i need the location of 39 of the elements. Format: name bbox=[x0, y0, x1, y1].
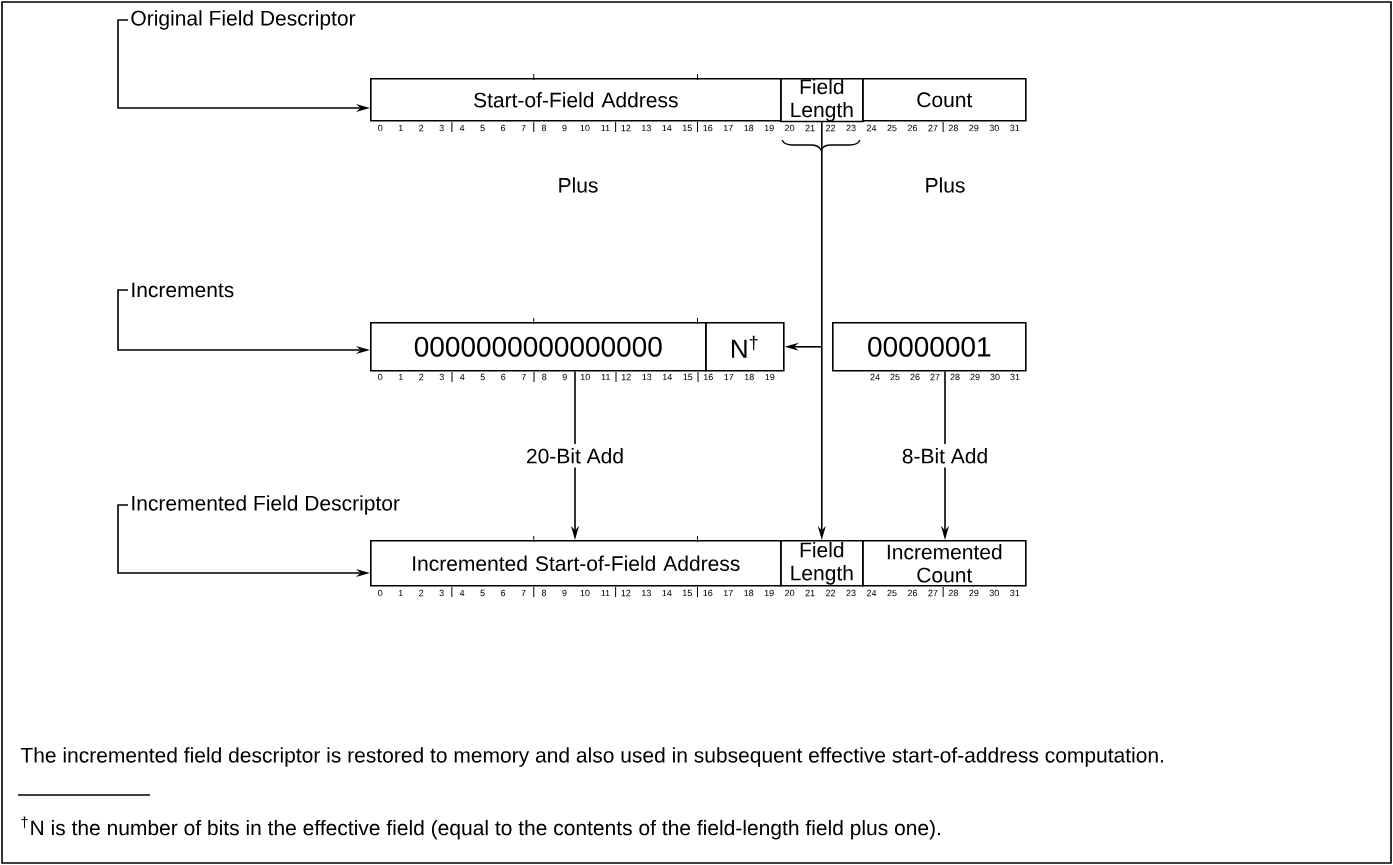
bit-number: 22 bbox=[826, 124, 836, 132]
bit-number: 23 bbox=[846, 589, 856, 597]
note-text: The incremented field descriptor is restored to memory and also used in subsequent effective start-of-address computation. bbox=[20, 747, 1163, 767]
bit-number: 18 bbox=[744, 124, 754, 132]
bit-number: 21 bbox=[805, 589, 815, 597]
bit-number: 17 bbox=[724, 373, 734, 381]
bit-number: 20 bbox=[785, 589, 795, 597]
bit-number: 15 bbox=[683, 373, 693, 381]
edge-label: 20-Bit Add bbox=[522, 444, 629, 468]
footnote: $^{†}$N is the number of bits in the effective field (equal to the contents of the field-length field plus one). bbox=[21, 816, 940, 840]
bit-number: 24 bbox=[866, 124, 877, 132]
bit-number: 16 bbox=[703, 373, 713, 381]
bit-number: 19 bbox=[764, 589, 774, 597]
field-box: Incremented Count bbox=[862, 540, 1027, 587]
register-field: 0000000000000000 bbox=[370, 322, 707, 372]
field-box: Incremented Start-of-Field Address bbox=[370, 540, 782, 587]
bit-number: 24 bbox=[866, 589, 877, 597]
bit-number: 28 bbox=[950, 373, 960, 381]
bit-number: 9 bbox=[562, 373, 567, 381]
register-field: N$^{†}$ bbox=[705, 322, 785, 372]
plus-label: Plus bbox=[559, 177, 598, 193]
field-box: Field Length bbox=[780, 78, 864, 123]
register-label: Increments bbox=[132, 282, 234, 298]
register-label: Incremented Field Descriptor bbox=[132, 495, 400, 515]
bit-number: 19 bbox=[764, 124, 774, 132]
bit-number: 20 bbox=[785, 124, 795, 132]
field-box: Field Length bbox=[780, 540, 864, 587]
bit-number: 27 bbox=[930, 373, 940, 381]
bit-number: 23 bbox=[846, 124, 856, 132]
plus-label: Plus bbox=[926, 177, 965, 193]
register-field: 00000001 bbox=[832, 322, 1027, 372]
bit-number: 10 bbox=[580, 373, 590, 381]
field-box: Count bbox=[862, 78, 1027, 122]
bit-number: 21 bbox=[805, 124, 815, 132]
register-label: Original Field Descriptor bbox=[131, 10, 356, 30]
edge-label: 8-Bit Add bbox=[897, 444, 993, 468]
bit-number: 25 bbox=[887, 589, 897, 597]
bit-number: 25 bbox=[887, 124, 897, 132]
field-box: Start-of-Field Address bbox=[370, 78, 782, 122]
